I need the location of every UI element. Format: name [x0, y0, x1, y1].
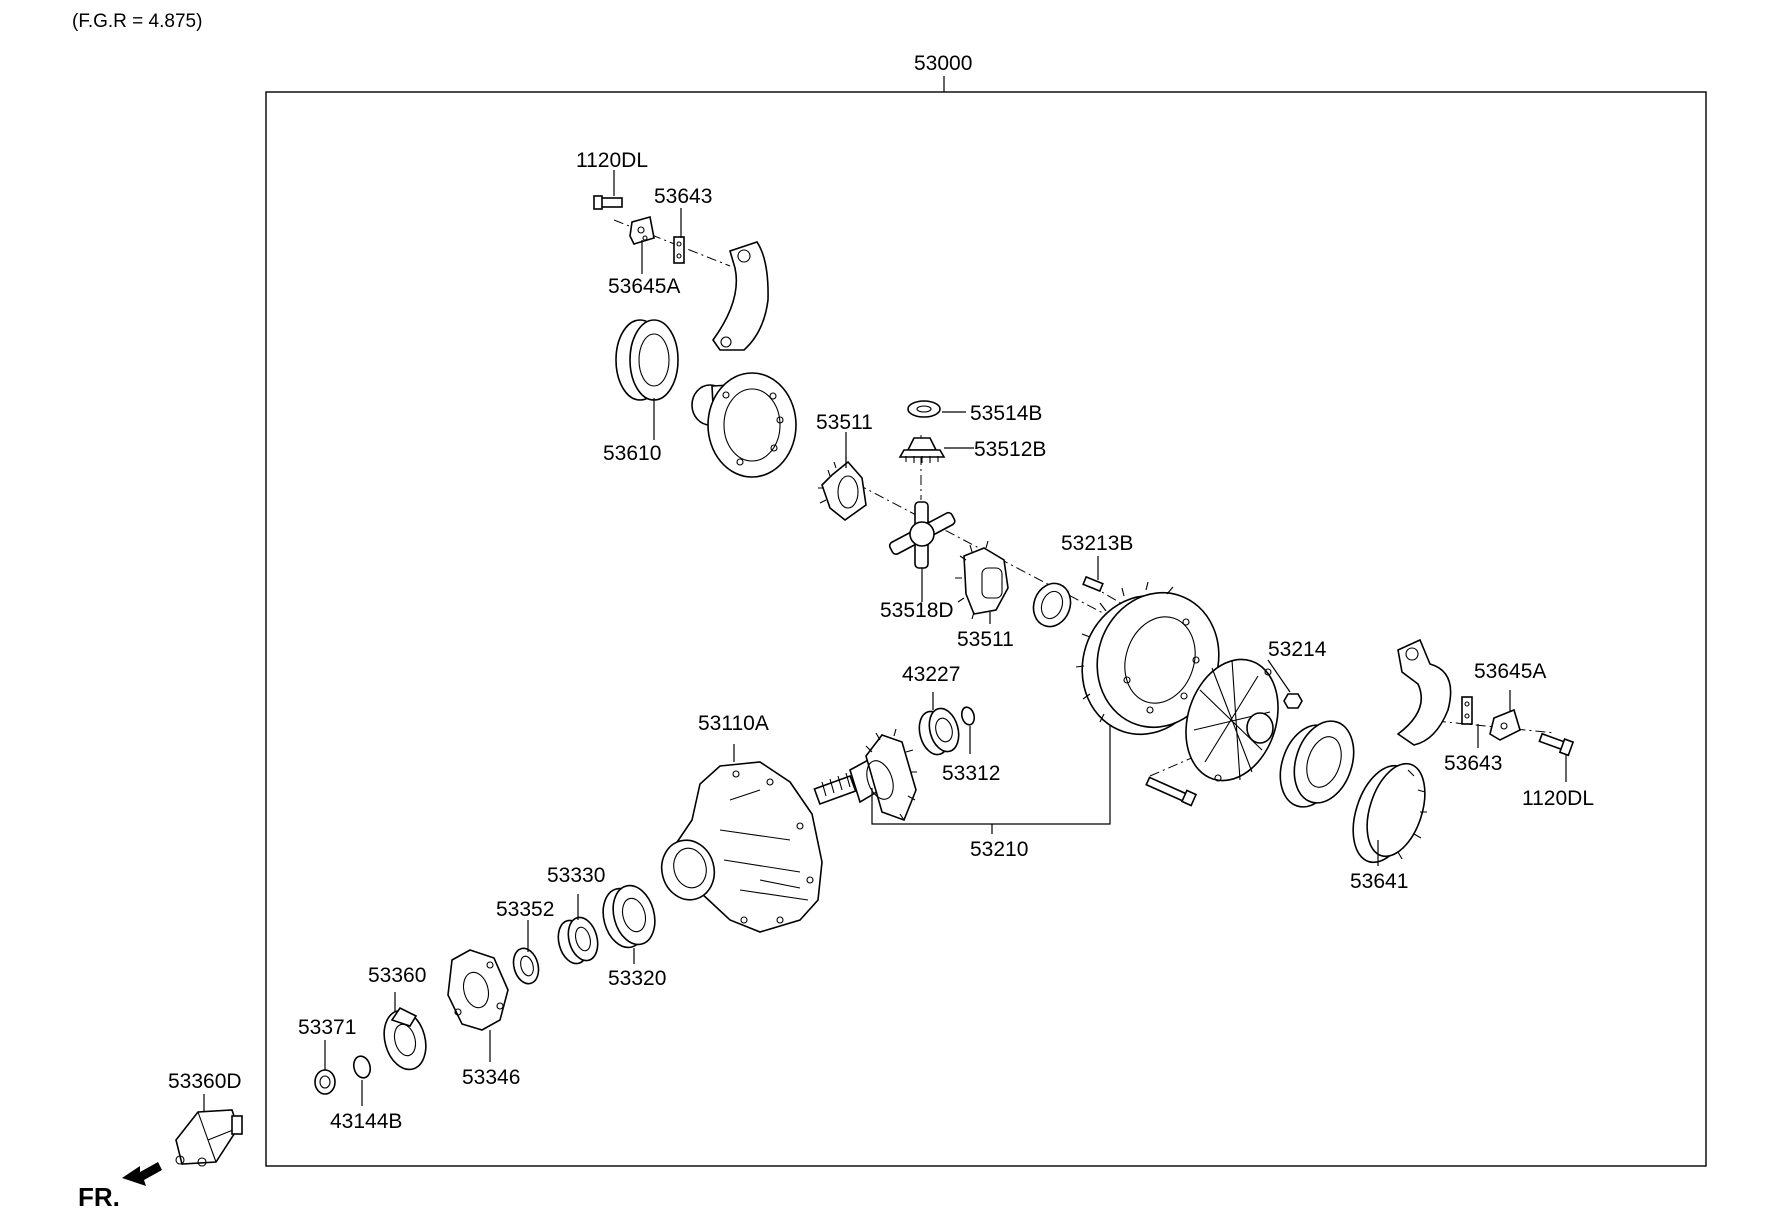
side-gear-lower-icon	[955, 540, 1009, 620]
case-nut-icon	[1283, 693, 1303, 709]
companion-flange-icon	[383, 1006, 427, 1071]
thrust-washer-icon	[1032, 582, 1072, 628]
callout-shim-upper: 53643	[654, 185, 712, 208]
front-arrow-icon	[122, 1162, 162, 1186]
o-ring-icon	[352, 1055, 372, 1079]
callout-ring-pinion-set: 53210	[970, 838, 1028, 861]
callout-side-gear-upper: 53511	[816, 411, 873, 434]
cap-bolt-right-icon	[1538, 732, 1575, 757]
flange-nut-icon	[314, 1069, 336, 1095]
pinion-inner-bearing-icon	[918, 707, 960, 756]
bearing-cup-icon	[602, 884, 656, 949]
callout-side-gear-lower: 53511	[957, 628, 1014, 651]
spacer-ring-icon	[512, 947, 540, 985]
callout-pinion-gear: 53512B	[974, 438, 1046, 461]
callout-bearing-pinion-outer: 53330	[547, 864, 605, 887]
spider-cross-icon	[888, 501, 956, 569]
pinion-gear-icon	[898, 437, 946, 463]
carrier-housing-icon	[660, 761, 823, 933]
lock-plate-right-icon	[1489, 708, 1521, 741]
callout-bearing-pinion-inner: 43227	[902, 663, 960, 686]
callout-bearing-left: 53610	[603, 442, 661, 465]
side-gear-upper-icon	[818, 456, 867, 522]
callout-snap-ring: 53312	[942, 762, 1000, 785]
callout-flange: 53360	[368, 964, 426, 987]
assembly-frame	[265, 91, 1707, 1167]
pinion-washer-icon	[907, 400, 941, 418]
differential-case-icon	[1185, 658, 1279, 782]
ring-bolt-icon	[1082, 575, 1104, 593]
case-bolt-icon	[1145, 776, 1198, 807]
callout-retainer: 53346	[462, 1066, 520, 1089]
bearing-left-icon	[615, 319, 679, 401]
callout-bolt-cap-right: 1120DL	[1522, 787, 1594, 810]
ring-gear-icon	[1075, 581, 1220, 736]
callout-nut-flange: 53371	[298, 1016, 356, 1039]
callout-bolt-cap-upper: 1120DL	[576, 149, 648, 172]
callout-bolt-ring: 53213B	[1061, 532, 1133, 555]
cap-bolt-upper-icon	[593, 195, 623, 210]
pinion-outer-bearing-icon	[557, 916, 599, 965]
shim-right-icon	[1461, 696, 1473, 725]
callout-plate-right: 53645A	[1474, 660, 1546, 683]
callout-spacer: 53352	[496, 898, 554, 921]
shim-upper-icon	[673, 236, 685, 264]
callout-nut-right: 53214	[1268, 638, 1327, 661]
adjuster-ring-icon	[1352, 762, 1427, 864]
snap-ring-icon	[960, 706, 976, 726]
callout-spider: 53518D	[880, 599, 954, 622]
sensor-icon	[175, 1109, 243, 1167]
callout-plate-upper: 53645A	[608, 275, 680, 298]
differential-cover-icon	[691, 372, 797, 478]
lock-plate-upper-icon	[629, 215, 655, 245]
callout-bearing-cup: 53320	[608, 967, 666, 990]
callout-o-ring: 43144B	[330, 1110, 402, 1133]
callout-carrier: 53110A	[698, 712, 769, 735]
bearing-right-icon	[1279, 720, 1355, 808]
assembly-number: 53000	[914, 52, 972, 75]
callout-adjuster: 53641	[1350, 870, 1408, 893]
drive-pinion-icon	[813, 728, 917, 822]
bearing-cap-right-icon	[1396, 638, 1452, 746]
callout-washer-pinion: 53514B	[970, 402, 1042, 425]
bearing-cap-upper-icon	[712, 241, 769, 351]
callout-sensor: 53360D	[168, 1070, 242, 1093]
gear-ratio-label: (F.G.R = 4.875)	[72, 11, 202, 32]
callout-shim-right: 53643	[1444, 752, 1502, 775]
front-indicator-label: FR.	[78, 1182, 120, 1211]
bearing-retainer-icon	[447, 949, 509, 1031]
